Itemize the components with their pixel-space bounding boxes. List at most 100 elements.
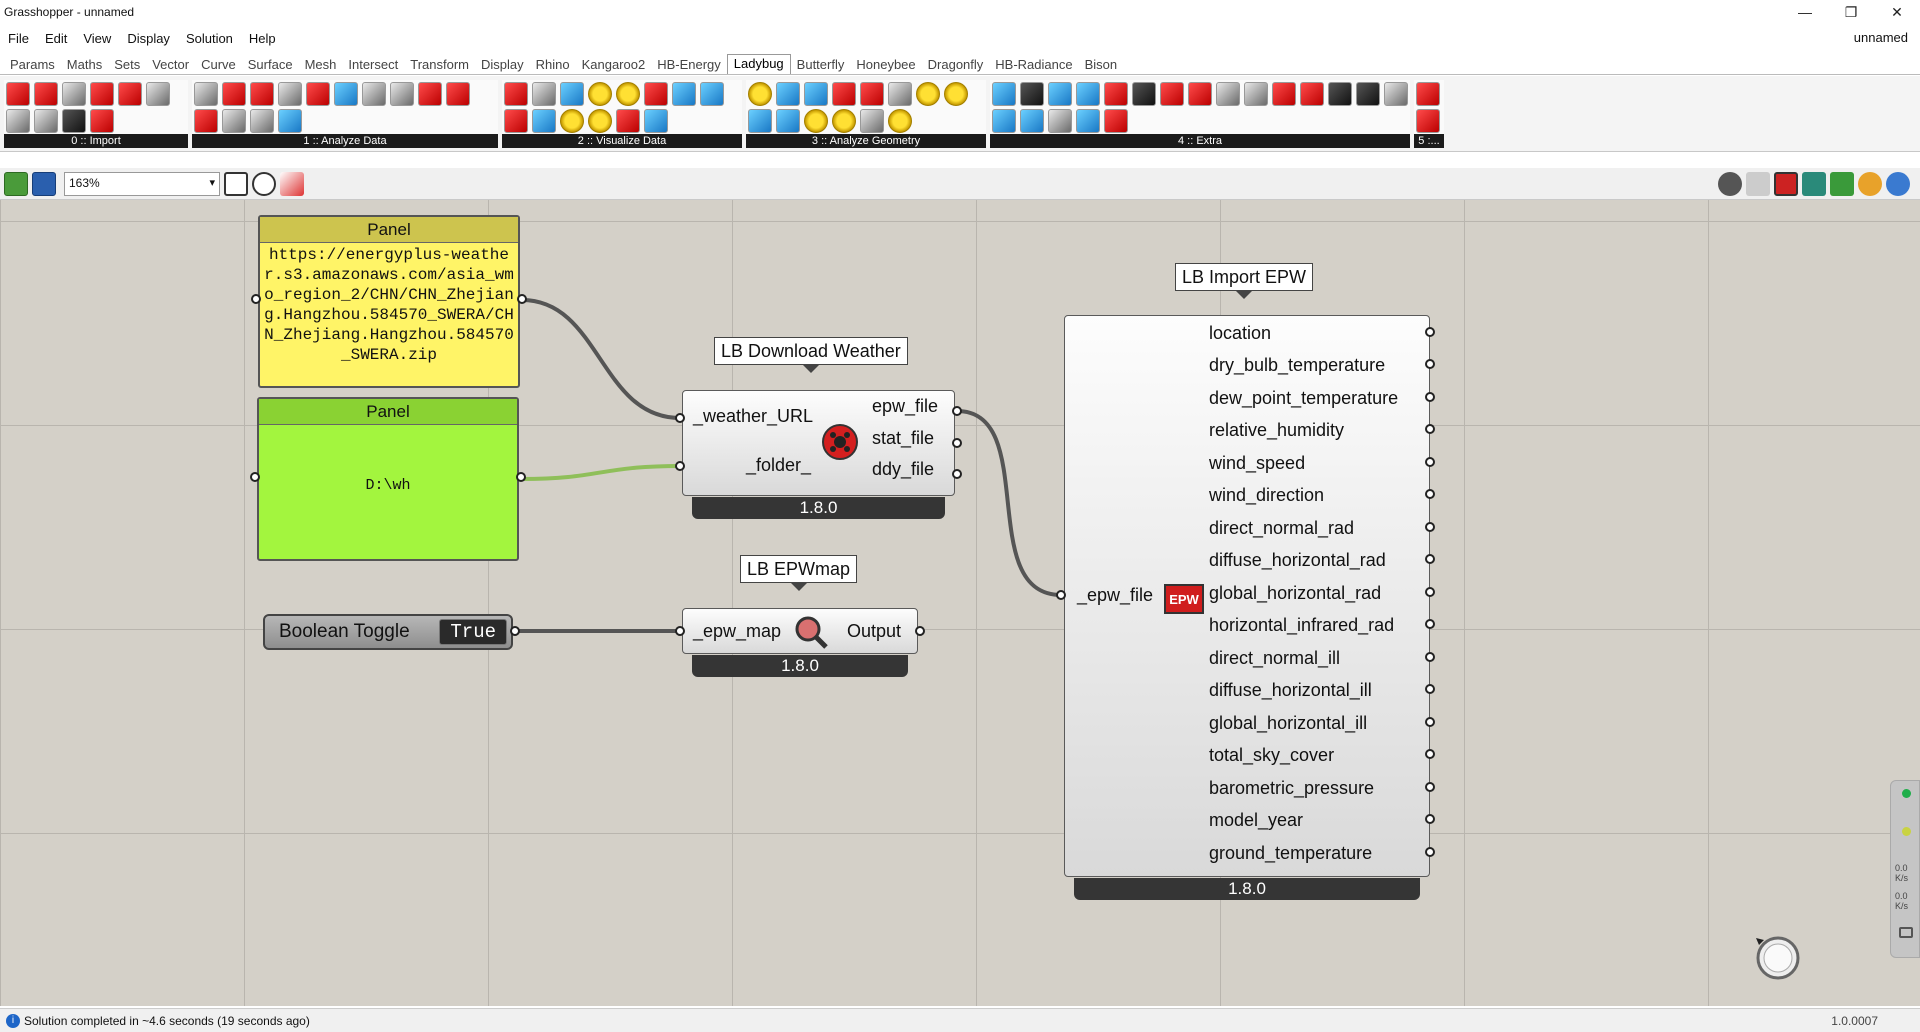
mesh-quality-icon[interactable]	[1830, 171, 1854, 196]
epw-map-icon[interactable]	[118, 82, 142, 106]
input-epw-map[interactable]: _epw_map	[693, 621, 782, 641]
bar-chart-icon[interactable]	[700, 82, 724, 106]
camera-icon[interactable]	[1899, 927, 1913, 938]
stat-file-grip[interactable]	[952, 438, 962, 448]
menu-file[interactable]: File	[8, 30, 29, 46]
grasshopper-canvas[interactable]: Panel https://energyplus-weather.s3.amaz…	[0, 200, 1920, 1006]
preview-selected-icon[interactable]	[1774, 171, 1798, 196]
sun-hours-icon[interactable]	[944, 82, 968, 106]
folder-panel-text[interactable]: D:\wh	[365, 477, 411, 494]
camera-icon[interactable]	[1132, 82, 1156, 106]
epwmap-component[interactable]: _epw_map Output	[682, 608, 918, 654]
ddy-icon[interactable]	[90, 82, 114, 106]
document-name[interactable]: unnamed	[1853, 30, 1908, 45]
search-icon[interactable]	[146, 82, 170, 106]
menu-display[interactable]: Display	[127, 30, 170, 46]
display-icon[interactable]	[1858, 171, 1882, 196]
output-grip[interactable]	[1425, 489, 1435, 499]
eye-icon[interactable]	[776, 109, 800, 133]
sphere-icon[interactable]	[1886, 171, 1910, 196]
output-stat-file[interactable]: stat_file	[871, 428, 934, 448]
sort-icon[interactable]	[194, 82, 218, 106]
output-horizontal-infrared-rad[interactable]: horizontal_infrared_rad	[1209, 615, 1395, 635]
import-tool-icon[interactable]	[6, 82, 30, 106]
output-relative-humidity[interactable]: relative_humidity	[1209, 420, 1345, 440]
epwmap-output-grip[interactable]	[915, 626, 925, 636]
output-grip[interactable]	[1425, 587, 1435, 597]
save-icon[interactable]	[32, 171, 56, 196]
output-direct-normal-rad[interactable]: direct_normal_rad	[1209, 518, 1355, 538]
output-dry-bulb-temperature[interactable]: dry_bulb_temperature	[1209, 355, 1386, 375]
input-epw-file[interactable]: _epw_file	[1077, 585, 1154, 605]
arrange-icon[interactable]	[222, 82, 246, 106]
output-grip[interactable]	[1425, 782, 1435, 792]
ladybug-logo-icon[interactable]	[1416, 82, 1440, 106]
view-percent-icon[interactable]	[832, 109, 856, 133]
epw-file-input-grip[interactable]	[1056, 590, 1066, 600]
import-epw-icon[interactable]	[34, 82, 58, 106]
sun-icon[interactable]	[560, 109, 584, 133]
output-output[interactable]: Output	[846, 621, 901, 641]
tab-curve[interactable]: Curve	[201, 57, 236, 72]
folder-grip[interactable]	[675, 461, 685, 471]
color-table-icon[interactable]	[992, 109, 1016, 133]
menu-solution[interactable]: Solution	[185, 30, 233, 46]
curve-icon[interactable]	[278, 109, 302, 133]
folder-icon[interactable]	[1300, 82, 1324, 106]
legend-param-icon[interactable]	[1048, 82, 1072, 106]
psych-chart-icon[interactable]	[560, 82, 584, 106]
radiation-icon[interactable]	[776, 82, 800, 106]
output-grip[interactable]	[1425, 717, 1435, 727]
bar-legend-icon[interactable]	[1020, 109, 1044, 133]
scatter-icon[interactable]	[418, 82, 442, 106]
tab-rhino[interactable]: Rhino	[535, 57, 570, 72]
save-screen-icon[interactable]	[1356, 82, 1380, 106]
shading-design-icon[interactable]	[860, 109, 884, 133]
epw-file-grip[interactable]	[952, 406, 962, 416]
canvas-navigation-widget[interactable]	[1750, 930, 1804, 984]
toggle-value[interactable]: True	[439, 619, 507, 645]
output-grip[interactable]	[1425, 522, 1435, 532]
image-icon[interactable]	[1384, 82, 1408, 106]
zoom-select[interactable]: 163% ▾	[64, 171, 220, 196]
hourly-icon[interactable]	[250, 82, 274, 106]
preview-shaded-icon[interactable]	[1746, 171, 1770, 196]
tab-kangaroo2[interactable]: Kangaroo2	[581, 57, 646, 72]
si-ip-icon[interactable]	[1160, 82, 1184, 106]
url-panel-input-grip[interactable]	[251, 294, 261, 304]
output-model-year[interactable]: model_year	[1209, 810, 1304, 830]
output-grip[interactable]	[1425, 457, 1435, 467]
tab-params[interactable]: Params	[10, 57, 55, 72]
ribbon-label-visualize-data[interactable]: 2 :: Visualize Data	[502, 134, 742, 148]
output-diffuse-horizontal-ill[interactable]: diffuse_horizontal_ill	[1209, 680, 1372, 700]
output-direct-normal-ill[interactable]: direct_normal_ill	[1209, 648, 1341, 668]
grid-icon[interactable]	[306, 82, 330, 106]
minimize-button[interactable]: —	[1798, 4, 1812, 20]
output-total-sky-cover[interactable]: total_sky_cover	[1209, 745, 1335, 765]
ladybug-update-icon[interactable]	[1416, 109, 1440, 133]
plus-icon[interactable]	[446, 82, 470, 106]
window-icon[interactable]	[888, 82, 912, 106]
capture-icon[interactable]	[1104, 82, 1128, 106]
deconstruct-icon[interactable]	[1216, 82, 1240, 106]
input-weather-url[interactable]: _weather_URL	[693, 406, 814, 426]
ribbon-label-import[interactable]: 0 :: Import	[4, 134, 188, 148]
preview-wire-icon[interactable]	[1718, 171, 1742, 196]
glare-icon[interactable]	[888, 109, 912, 133]
folder-panel-output-grip[interactable]	[516, 472, 526, 482]
construct-icon[interactable]	[1244, 82, 1268, 106]
tab-transform[interactable]: Transform	[410, 57, 469, 72]
menu-edit[interactable]: Edit	[44, 30, 68, 46]
line-chart-icon[interactable]	[504, 109, 528, 133]
tab-surface[interactable]: Surface	[247, 57, 293, 72]
output-grip[interactable]	[1425, 684, 1435, 694]
input-folder[interactable]: _folder_	[746, 455, 812, 475]
tab-bison[interactable]: Bison	[1084, 57, 1118, 72]
sunlight-icon[interactable]	[748, 82, 772, 106]
output-grip[interactable]	[1425, 554, 1435, 564]
download-weather-component[interactable]: _weather_URL _folder_ epw_file stat_file…	[682, 390, 955, 496]
download-icon[interactable]	[90, 109, 114, 133]
ribbon-label-extra[interactable]: 4 :: Extra	[990, 134, 1410, 148]
zoom-extents-icon[interactable]	[224, 171, 248, 196]
toggle-output-grip[interactable]	[510, 626, 520, 636]
